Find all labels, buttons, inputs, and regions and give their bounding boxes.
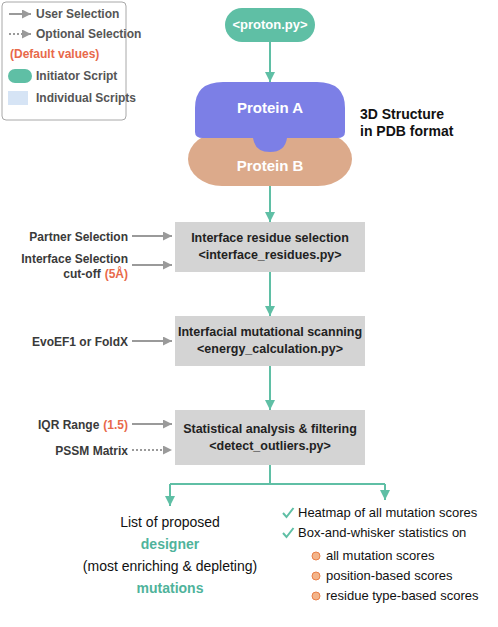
bullet-dot [312, 572, 320, 580]
script-name: <energy_calculation.py> [197, 341, 343, 358]
legend-solid-arrow [9, 13, 31, 15]
output-text: (most enriching & depleting) [55, 555, 285, 577]
label-group: Partner Selection [4, 229, 128, 244]
node-title: Statistical analysis & filtering [183, 421, 357, 438]
legend-swatch [8, 69, 32, 83]
split-line [170, 465, 385, 484]
node-title: <proton.py> [232, 16, 307, 34]
script-box: Interfacial mutational scanning<energy_c… [175, 316, 365, 366]
node-title: Protein A [237, 98, 303, 118]
label-group: all mutation scores [326, 548, 496, 563]
label-group: 3D Structure in PDB format [360, 106, 460, 140]
node-title: Interface residue selection [191, 230, 349, 247]
input-label: Partner Selection [29, 230, 128, 244]
input-arrow [132, 235, 172, 237]
label-group: IQR Range (1.5) [4, 417, 128, 432]
input-arrow [132, 340, 172, 342]
flow-arrow [269, 42, 271, 82]
legend-swatch [8, 91, 28, 105]
script-box: Statistical analysis & filtering<detect_… [175, 410, 365, 465]
label-group: PSSM Matrix [4, 443, 128, 458]
output-item: Heatmap of all mutation scores [298, 505, 477, 520]
script-box: Interface residue selection<interface_re… [175, 222, 365, 272]
protein-shape: Protein A [195, 82, 345, 138]
flow-arrow [269, 186, 271, 222]
initiator-script: <proton.py> [225, 8, 315, 42]
label-group: List of proposeddesigner(most enriching … [55, 511, 285, 599]
input-arrow [132, 423, 172, 425]
bullet-dot [312, 592, 320, 600]
input-arrow [132, 264, 172, 266]
default-value: (5Å) [105, 267, 128, 281]
input-label: IQR Range [38, 418, 99, 432]
bullet-dot [312, 552, 320, 560]
label-group: Heatmap of all mutation scores [298, 505, 496, 520]
script-name: <detect_outliers.py> [209, 438, 331, 455]
output-item: Box-and-whisker statistics on [298, 525, 466, 540]
legend-text: Individual Scripts [36, 90, 136, 106]
flow-arrow [269, 366, 271, 410]
output-arrow [384, 484, 386, 500]
output-subitem: position-based scores [326, 568, 452, 583]
flow-arrow [269, 272, 271, 316]
output-arrow [169, 484, 171, 506]
label-group: EvoEF1 or FoldX [4, 334, 128, 349]
node-title: Interfacial mutational scanning [178, 324, 362, 341]
label-group: (Default values) [10, 46, 125, 61]
label-group: Interface Selection cut-off(5Å) [4, 251, 128, 281]
legend-text: Initiator Script [36, 68, 117, 84]
label-group: position-based scores [326, 568, 496, 583]
default-value: (1.5) [103, 418, 128, 432]
output-subitem: all mutation scores [326, 548, 434, 563]
structure-label: 3D Structure in PDB format [360, 106, 453, 139]
input-label: EvoEF1 or FoldX [32, 335, 128, 349]
output-text: List of proposed [55, 511, 285, 533]
label-group: residue type-based scores [326, 588, 496, 603]
node-title: Protein B [237, 156, 304, 176]
legend-dotted-arrow [9, 33, 31, 35]
output-text: designer [55, 533, 285, 555]
legend-text: User Selection [36, 6, 119, 22]
output-subitem: residue type-based scores [326, 588, 478, 603]
output-text: mutations [55, 577, 285, 599]
label-group: Box-and-whisker statistics on [298, 525, 496, 540]
check-mark [283, 528, 294, 537]
legend-text: Optional Selection [36, 26, 141, 42]
input-label: PSSM Matrix [55, 444, 128, 458]
default-note: (Default values) [10, 47, 99, 61]
optional-input-arrow [132, 449, 172, 451]
check-mark [283, 508, 294, 517]
script-name: <interface_residues.py> [198, 247, 341, 264]
